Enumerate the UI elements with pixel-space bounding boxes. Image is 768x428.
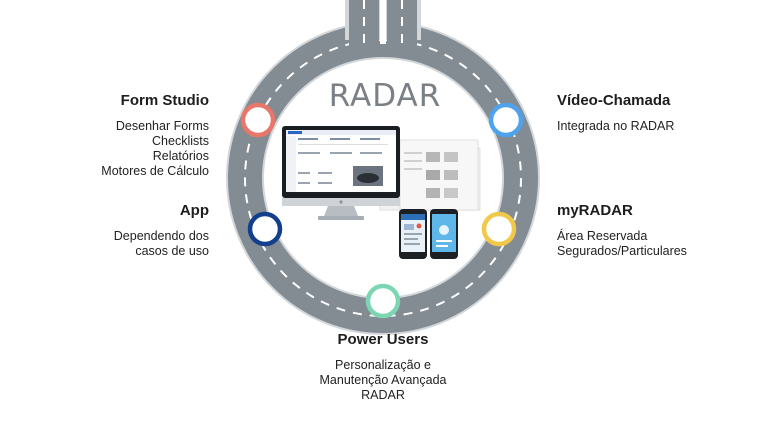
road-entrance-gap <box>380 0 386 44</box>
app-label: App Dependendo dos casos de uso <box>114 202 209 259</box>
power-users-line-1: Personalização e <box>335 358 431 372</box>
myradar-line-2: Segurados/Particulares <box>557 244 687 258</box>
radar-screens-illustration <box>282 126 481 259</box>
video-chamada-label: Vídeo-Chamada Integrada no RADAR <box>557 92 674 134</box>
myradar-label: myRADAR Área Reservada Segurados/Particu… <box>557 202 687 259</box>
form-studio-title: Form Studio <box>120 92 209 109</box>
center-title: RADAR <box>328 78 442 114</box>
app-title: App <box>179 202 209 219</box>
node-app-marker <box>247 211 283 247</box>
myradar-line-1: Área Reservada <box>557 229 648 243</box>
video-chamada-title: Vídeo-Chamada <box>557 92 671 109</box>
myradar-title: myRADAR <box>557 202 633 219</box>
power-users-label: Power Users Personalização e Manutenção … <box>283 331 483 403</box>
node-power-users-marker <box>365 283 401 319</box>
form-studio-line-4: Motores de Cálculo <box>101 164 209 178</box>
power-users-line-2: Manutenção Avançada <box>319 373 447 387</box>
phone-left-icon <box>399 209 427 259</box>
app-line-1: Dependendo dos <box>113 229 209 243</box>
node-form-studio-marker <box>240 102 276 138</box>
form-studio-line-3: Relatórios <box>152 149 209 163</box>
form-studio-label: Form Studio Desenhar Forms Checklists Re… <box>101 92 209 179</box>
form-studio-line-1: Desenhar Forms <box>115 119 209 133</box>
form-studio-line-2: Checklists <box>152 134 209 148</box>
app-line-2: casos de uso <box>135 244 209 258</box>
power-users-line-3: RADAR <box>361 388 405 402</box>
phone-right-icon <box>430 209 458 259</box>
node-video-chamada-marker <box>488 102 524 138</box>
power-users-title: Power Users <box>337 331 429 348</box>
video-chamada-line-1: Integrada no RADAR <box>557 119 675 133</box>
node-myradar-marker <box>481 211 517 247</box>
monitor-icon <box>282 126 400 220</box>
